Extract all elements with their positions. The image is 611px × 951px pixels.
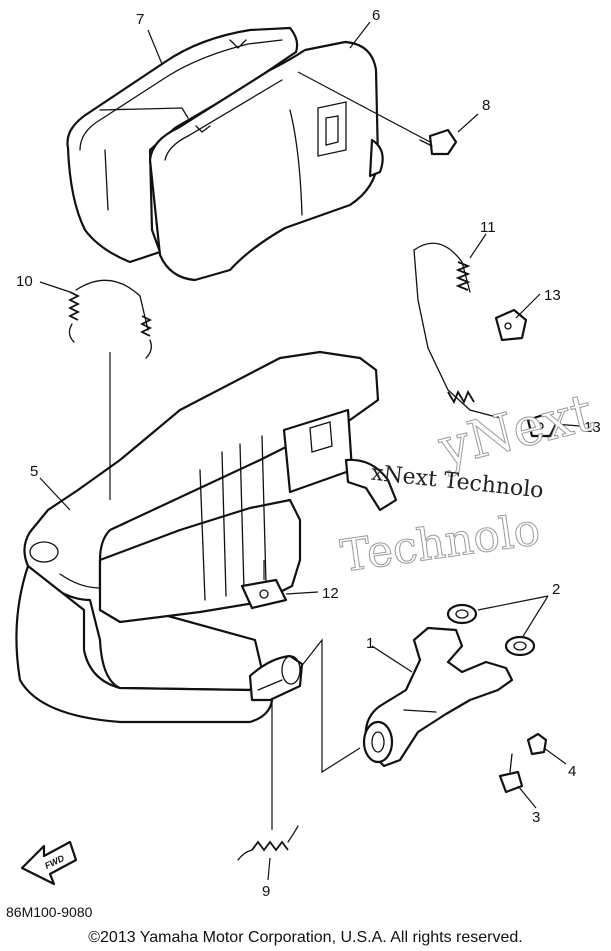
part-2-gasket-left	[446, 603, 478, 625]
callout-6: 6	[372, 7, 380, 24]
watermark-line-3: Technolo	[338, 504, 543, 582]
watermark: yNext xNext Technolo Technolo	[337, 382, 599, 583]
callout-7: 7	[136, 11, 144, 28]
watermark-line-1: yNext	[432, 383, 599, 479]
callout-13-upper: 13	[544, 287, 561, 304]
callout-2: 2	[552, 581, 560, 598]
callout-3: 3	[532, 809, 540, 826]
callout-9: 9	[262, 883, 270, 900]
part-13-grommet-upper	[494, 308, 528, 342]
part-9-spring	[237, 700, 299, 861]
part-12-damper	[240, 560, 288, 610]
part-3-bolt	[498, 753, 524, 794]
part-2-gasket-right	[504, 635, 536, 657]
copyright-notice: ©2013 Yamaha Motor Corporation, U.S.A. A…	[88, 929, 523, 946]
callout-10: 10	[16, 273, 33, 290]
part-6-heat-shield	[148, 40, 384, 282]
callout-1: 1	[366, 635, 374, 652]
part-4-nut	[526, 732, 548, 756]
fwd-arrow-icon: FWD	[20, 840, 78, 886]
part-8-bolt	[297, 71, 458, 156]
part-7-cover-gasket	[66, 26, 299, 264]
part-1-manifold	[362, 626, 514, 768]
part-11-spring	[413, 242, 501, 419]
callout-12: 12	[322, 585, 339, 602]
leader-lines	[39, 21, 581, 881]
callout-11: 11	[480, 219, 496, 236]
callout-5: 5	[30, 463, 38, 480]
part-10-spring	[67, 279, 153, 359]
callout-4: 4	[568, 763, 576, 780]
callout-13-lower: 13	[584, 419, 601, 436]
part-13-grommet-lower	[526, 412, 558, 438]
callout-8: 8	[482, 97, 490, 114]
exhaust-pipe	[15, 564, 304, 724]
diagram-part-code: 86M100-9080	[6, 904, 93, 920]
